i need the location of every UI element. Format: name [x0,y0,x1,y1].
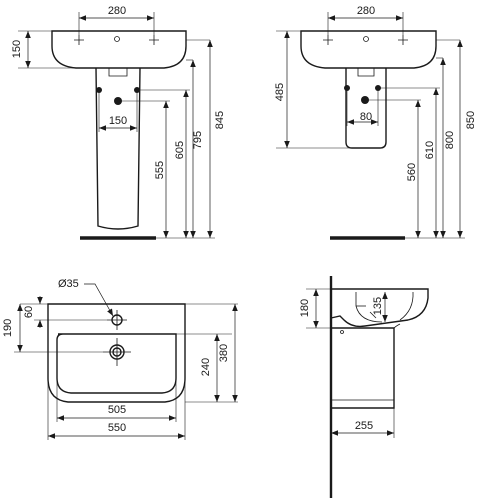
basin-front-outline [51,30,187,69]
tap-hole-markers [74,35,159,45]
dim-380: 380 [218,344,230,362]
dim-845: 845 [214,111,226,129]
dim-280: 280 [108,5,126,17]
dim-850: 850 [465,111,477,129]
dim-485: 485 [274,83,286,101]
basin-front-outline-2 [300,30,437,69]
dim-150-basin: 150 [11,40,23,58]
dim-60: 60 [23,306,35,318]
plan-view: Ø35 60 190 240 380 505 550 [2,278,238,440]
dim-diameter-35: Ø35 [58,278,79,290]
pedestal-outline [95,67,141,230]
tap-hole-markers-2 [323,35,408,45]
basin-plan-outline [47,303,186,403]
dim-800: 800 [444,131,456,149]
dim-610: 610 [424,141,436,159]
semi-pedestal-side-outline [331,327,395,409]
dim-255: 255 [355,420,373,432]
dim-280-2: 280 [357,5,375,17]
front-semi-pedestal-view: 280 485 80 560 610 800 850 [274,5,477,240]
dim-555: 555 [154,161,166,179]
dim-150-waste: 150 [109,115,127,127]
dim-135: 135 [372,297,384,315]
front-pedestal-view: 280 150 150 555 605 795 845 [11,5,226,240]
bowl-plan-outline [56,333,177,394]
dim-795: 795 [192,131,204,149]
dim-80: 80 [360,111,372,123]
side-view: 180 135 255 [299,276,429,498]
basin-side-outline [330,288,429,328]
dim-190: 190 [2,319,14,337]
dim-240: 240 [200,358,212,376]
semi-pedestal-outline [345,68,387,149]
dim-180: 180 [299,299,311,317]
dim-605: 605 [174,141,186,159]
dim-505: 505 [108,404,126,416]
dim-550: 550 [108,422,126,434]
dim-560: 560 [406,163,418,181]
